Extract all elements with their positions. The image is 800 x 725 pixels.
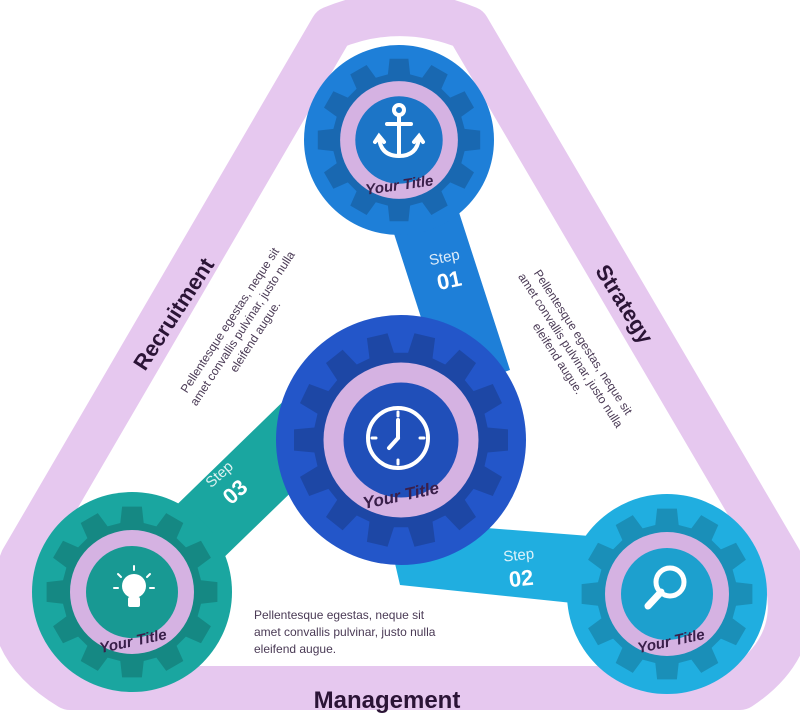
svg-text:02: 02 (508, 565, 535, 592)
svg-text:amet convallis pulvinar, justo: amet convallis pulvinar, justo nulla (254, 625, 436, 639)
description-bottom: Pellentesque egestas, neque sit amet con… (254, 608, 436, 656)
svg-text:01: 01 (435, 265, 464, 295)
lightbulb-icon (113, 565, 155, 607)
svg-text:Step: Step (502, 546, 534, 566)
svg-text:Step: Step (428, 246, 462, 269)
gear-core (343, 382, 459, 498)
step-02-label: Step 02 (502, 546, 535, 593)
triangle-frame (0, 0, 800, 710)
magnifier-icon (644, 565, 687, 610)
step-01-label: Step 01 (428, 246, 464, 295)
gear-center (276, 315, 526, 565)
clock-icon (366, 406, 430, 470)
svg-text:eleifend augue.: eleifend augue. (254, 642, 336, 656)
svg-text:Pellentesque egestas, neque si: Pellentesque egestas, neque sit (254, 608, 425, 622)
side-label-management: Management (314, 687, 461, 714)
anchor-icon (373, 103, 425, 159)
